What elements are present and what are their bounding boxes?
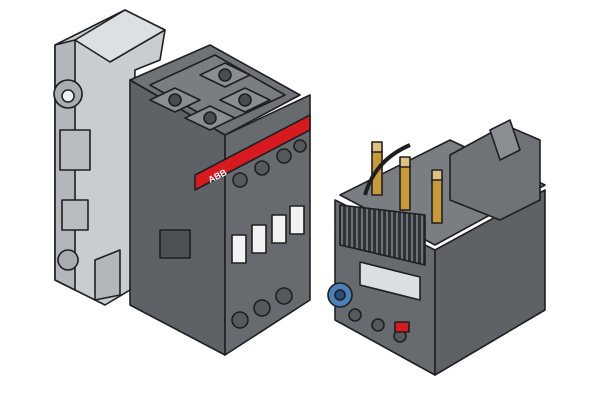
spring-terminals [231, 205, 305, 264]
contactor-body: ABB [129, 44, 311, 356]
mounting-frame [53, 9, 166, 306]
contactor: ABB [53, 9, 311, 356]
current-setting-dial[interactable] [327, 282, 353, 308]
lower-terminal-screws [231, 287, 293, 329]
top-terminals [149, 62, 271, 131]
overload-relay [327, 119, 546, 376]
connection-pins [363, 141, 443, 224]
brand-stripe [194, 114, 311, 191]
relay-terminal-screws [348, 308, 407, 343]
upper-terminal-screws [232, 139, 307, 188]
setting-window [359, 261, 421, 301]
reset-button[interactable] [394, 321, 410, 333]
heat-sink-fins [339, 204, 426, 266]
aux-contact-slot [159, 229, 191, 259]
